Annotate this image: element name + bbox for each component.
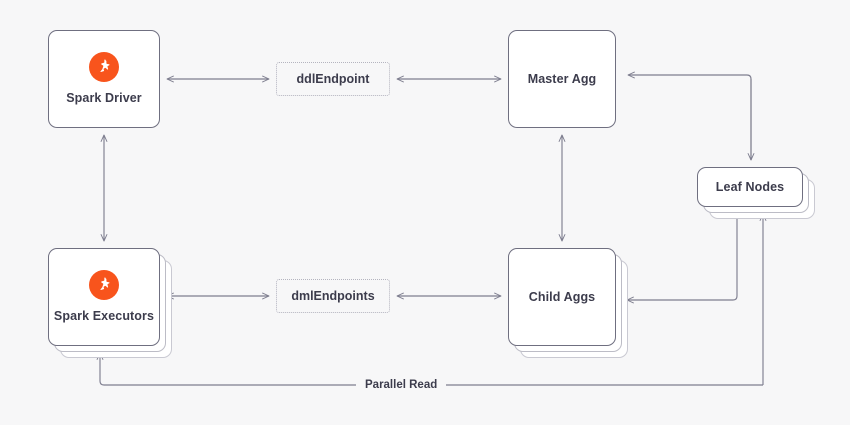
endpoint-label: dmlEndpoints <box>291 289 375 303</box>
edge-label-parallel-read: Parallel Read <box>356 378 447 392</box>
spark-logo-icon <box>89 52 119 82</box>
spark-logo-icon <box>89 270 119 300</box>
node-child-aggs[interactable]: Child Aggs <box>508 248 616 346</box>
node-label: Child Aggs <box>528 289 596 304</box>
edge-leafnodes-masteragg <box>627 71 752 160</box>
node-label: Leaf Nodes <box>715 179 785 194</box>
node-label: Master Agg <box>527 71 597 86</box>
endpoint-dml[interactable]: dmlEndpoints <box>276 279 390 313</box>
node-label: Spark Executors <box>53 309 155 323</box>
endpoint-label: ddlEndpoint <box>296 72 370 86</box>
edge-childaggs-leafnodes <box>626 214 738 304</box>
node-spark-executors[interactable]: Spark Executors <box>48 248 160 346</box>
node-spark-driver[interactable]: Spark Driver <box>48 30 160 128</box>
node-leaf-nodes[interactable]: Leaf Nodes <box>697 167 803 207</box>
endpoint-ddl[interactable]: ddlEndpoint <box>276 62 390 96</box>
node-master-agg[interactable]: Master Agg <box>508 30 616 128</box>
node-label: Spark Driver <box>66 91 142 105</box>
